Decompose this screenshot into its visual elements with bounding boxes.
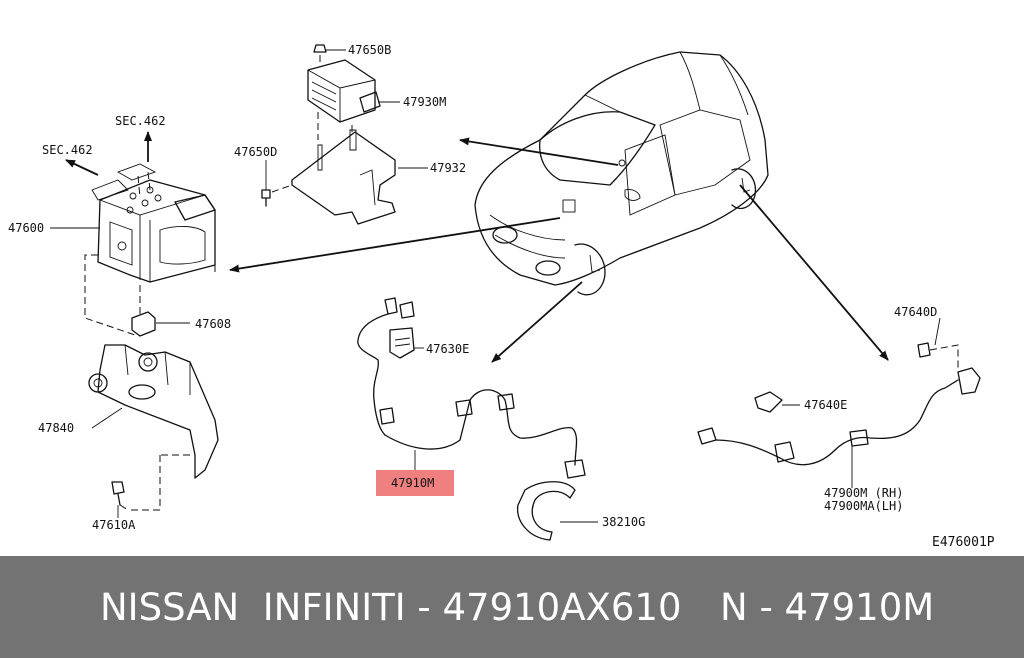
highlight-box bbox=[376, 470, 454, 496]
abs-actuator-assembly bbox=[84, 163, 216, 337]
label-47640d: 47640D bbox=[894, 305, 937, 319]
label-47610a: 47610A bbox=[92, 518, 136, 532]
part-labels: 47650B 47930M 47650D 47932 SEC.462 SEC.4… bbox=[8, 43, 995, 550]
label-47600: 47600 bbox=[8, 221, 44, 235]
actuator-bracket bbox=[88, 344, 219, 511]
label-47900m-rh: 47900M (RH) bbox=[824, 486, 903, 500]
parts-diagram: 47650B 47930M 47650D 47932 SEC.462 SEC.4… bbox=[8, 43, 995, 550]
footer-ref-text: N - 47910M bbox=[720, 586, 935, 629]
label-47932: 47932 bbox=[430, 161, 466, 175]
label-47900ma-lh: 47900MA(LH) bbox=[824, 499, 903, 513]
vehicle-illustration bbox=[474, 51, 769, 296]
leader-lines bbox=[50, 49, 941, 523]
footer-banner: NISSAN INFINITI - 47910AX610 N - 47910M bbox=[0, 556, 1024, 658]
label-47640e: 47640E bbox=[804, 398, 847, 412]
label-38210g: 38210G bbox=[602, 515, 645, 529]
label-47910m: 47910M bbox=[391, 476, 434, 490]
footer-brand-text: NISSAN INFINITI - 47910AX610 bbox=[100, 586, 682, 629]
label-47630e: 47630E bbox=[426, 342, 469, 356]
label-47650d: 47650D bbox=[234, 145, 277, 159]
yaw-sensor-assembly bbox=[261, 44, 396, 225]
relation-arrows bbox=[65, 131, 889, 363]
rear-wheel-sensor bbox=[697, 342, 981, 466]
figure-code: E476001P bbox=[932, 535, 995, 550]
label-sec462-left: SEC.462 bbox=[42, 143, 93, 157]
label-sec462-upper: SEC.462 bbox=[115, 114, 166, 128]
front-wheel-sensor-harness bbox=[357, 297, 586, 541]
label-47840: 47840 bbox=[38, 421, 74, 435]
label-47608: 47608 bbox=[195, 317, 231, 331]
label-47650b: 47650B bbox=[348, 43, 391, 57]
label-47930m: 47930M bbox=[403, 95, 446, 109]
